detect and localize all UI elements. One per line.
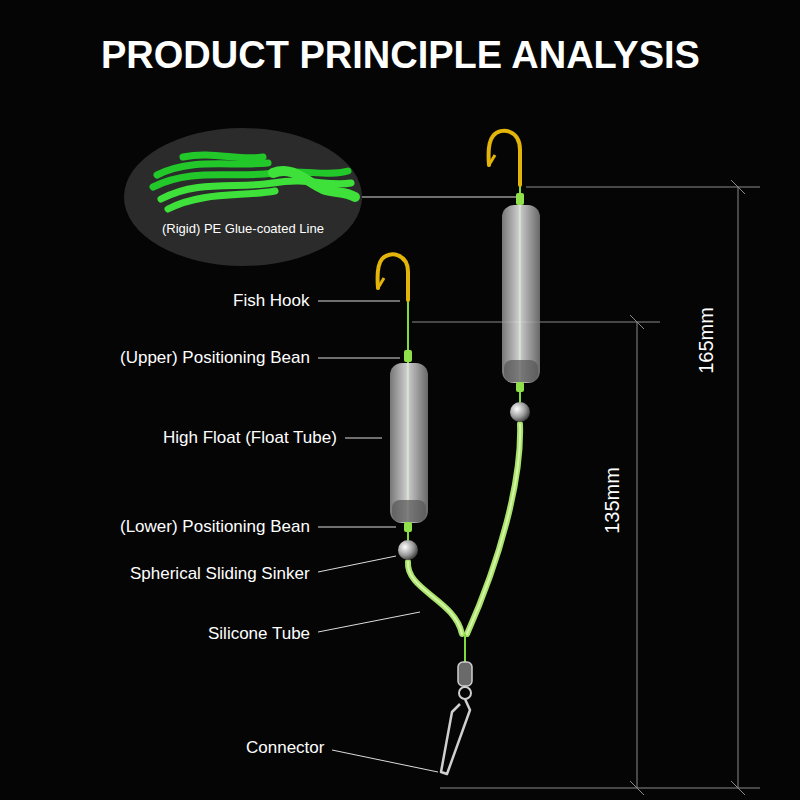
inset-ellipse (123, 127, 363, 267)
part-label: Silicone Tube (208, 624, 310, 644)
dimension-text: 165mm (695, 307, 718, 374)
part-label: Spherical Sliding Sinker (130, 564, 310, 584)
part-label: Connector (246, 738, 324, 758)
inset-label: (Rigid) PE Glue-coated Line (162, 221, 324, 236)
part-label: (Lower) Positioning Bean (120, 517, 310, 537)
part-label: High Float (Float Tube) (163, 428, 337, 448)
part-label: Fish Hook (233, 291, 310, 311)
leader-lines (318, 197, 518, 772)
inset-callout: (Rigid) PE Glue-coated Line (123, 127, 363, 267)
dimension-text: 135mm (601, 467, 624, 534)
right-rig (488, 131, 540, 422)
left-rig (377, 254, 428, 560)
page-title: PRODUCT PRINCIPLE ANALYSIS (101, 34, 700, 78)
dimension-lines (412, 180, 760, 795)
connector-swivel (441, 662, 472, 774)
part-label: (Upper) Positioning Bean (120, 348, 310, 368)
